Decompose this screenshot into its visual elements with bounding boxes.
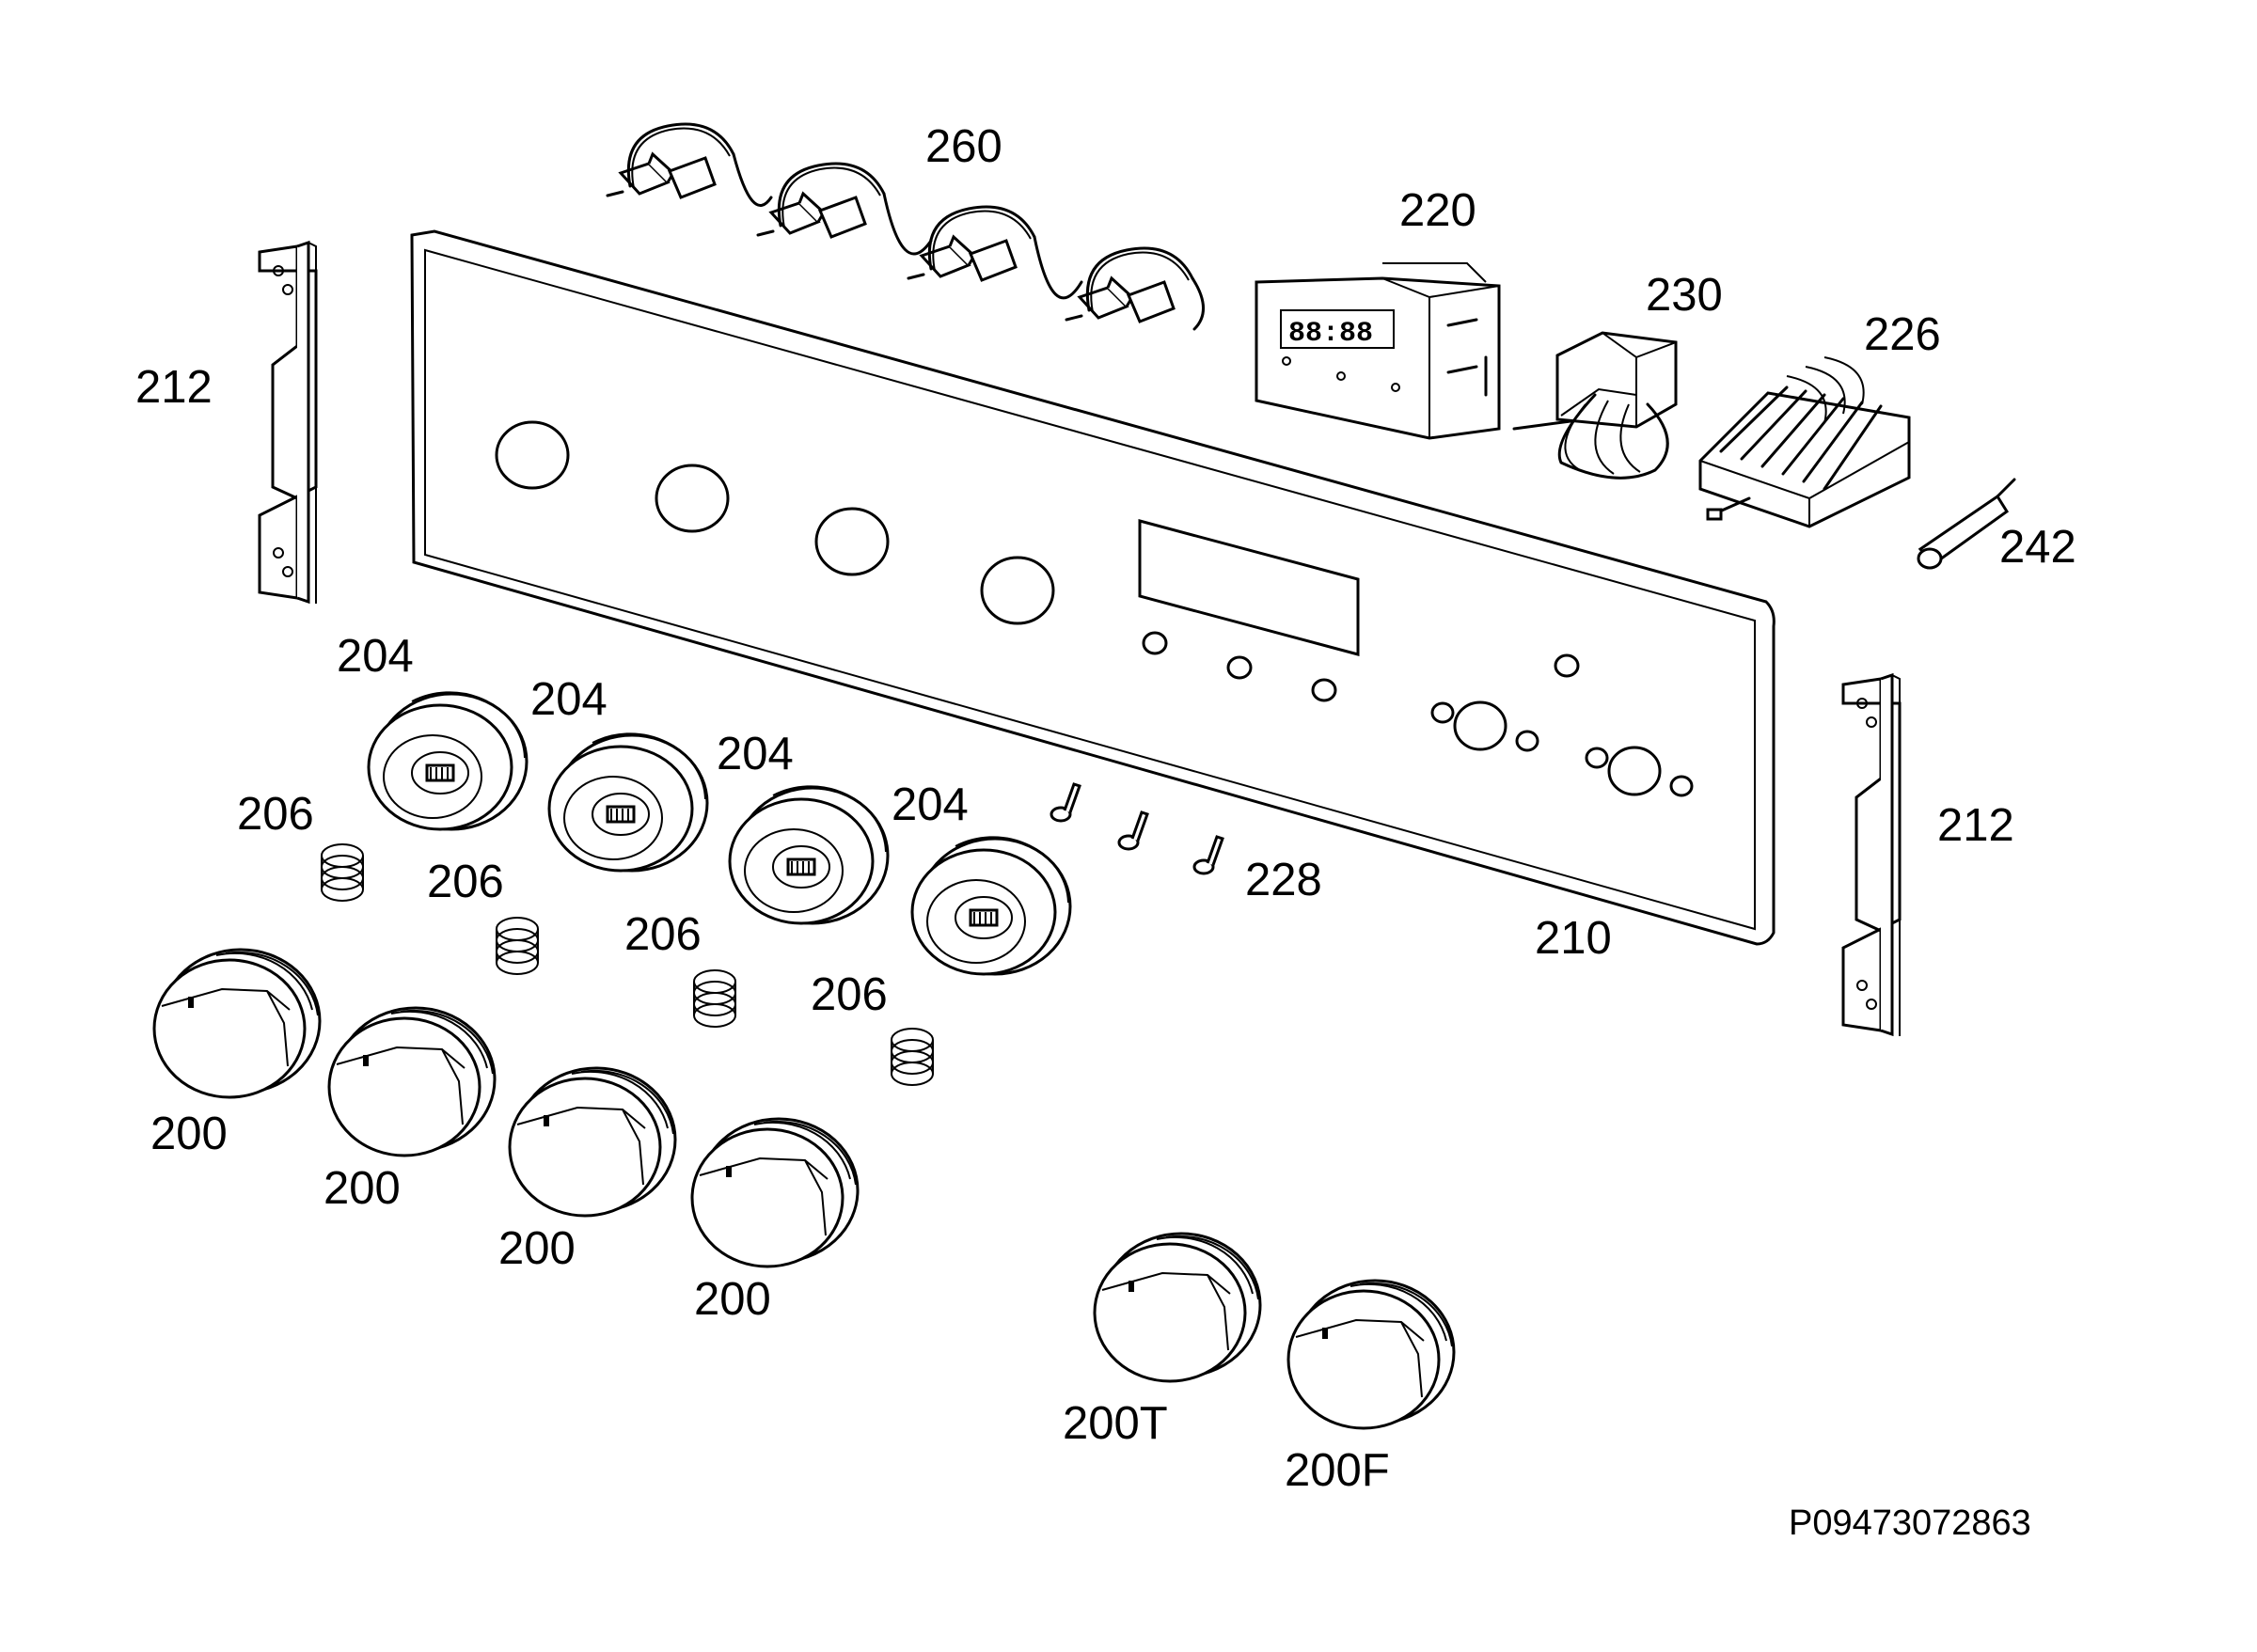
label-200-4: 200 — [694, 1274, 771, 1325]
label-200T: 200T — [1063, 1398, 1168, 1449]
fixing-screw-1 — [1050, 782, 1081, 823]
control-panel — [410, 229, 1776, 946]
drawing-code: P09473072863 — [1789, 1503, 2031, 1543]
timer-digits: 88:88 — [1288, 318, 1373, 350]
control-knob-thermostat — [1093, 1232, 1262, 1383]
spring-4 — [891, 1028, 934, 1086]
label-242: 242 — [1999, 522, 2076, 573]
side-bracket-right — [1841, 673, 1902, 1038]
spring-1 — [321, 843, 364, 902]
label-212-right: 212 — [1937, 800, 2014, 851]
thermostat — [1512, 331, 1678, 480]
label-204-4: 204 — [892, 779, 969, 830]
control-knob-4 — [690, 1117, 860, 1268]
label-204-2: 204 — [530, 674, 608, 725]
fixing-screw-3 — [1192, 835, 1224, 875]
control-knob-1 — [152, 948, 322, 1099]
spring-2 — [496, 917, 539, 975]
panel-hole-3 — [814, 507, 890, 576]
function-switch — [1698, 356, 1911, 528]
label-226: 226 — [1864, 309, 1941, 360]
label-200-2: 200 — [324, 1163, 401, 1214]
control-knob-function — [1286, 1279, 1456, 1430]
label-206-1: 206 — [237, 789, 314, 840]
display-window — [1138, 519, 1360, 656]
label-200F: 200F — [1285, 1445, 1390, 1496]
label-212-left: 212 — [135, 362, 213, 413]
label-204-1: 204 — [337, 631, 414, 682]
fixing-screw-2 — [1117, 810, 1149, 851]
shaft-adapter-1 — [367, 690, 529, 831]
label-206-3: 206 — [624, 909, 702, 960]
side-bracket-left — [258, 241, 318, 606]
label-204-3: 204 — [717, 729, 794, 779]
label-206-2: 206 — [427, 857, 504, 907]
label-210: 210 — [1535, 913, 1612, 964]
shaft-adapter-3 — [728, 784, 890, 925]
electronic-timer: 88:88 — [1255, 262, 1501, 440]
control-knob-2 — [327, 1006, 497, 1157]
panel-hole-4 — [980, 556, 1055, 625]
panel-hole-2 — [655, 464, 730, 533]
spring-3 — [693, 969, 736, 1028]
label-230: 230 — [1646, 270, 1723, 321]
label-228: 228 — [1245, 855, 1322, 905]
control-knob-3 — [508, 1066, 677, 1218]
ignition-switch-harness — [606, 122, 1205, 331]
label-220: 220 — [1399, 185, 1476, 236]
label-206-4: 206 — [811, 969, 888, 1020]
label-260: 260 — [925, 121, 1002, 172]
shaft-adapter-2 — [547, 732, 709, 873]
label-200-1: 200 — [150, 1109, 228, 1159]
shaft-adapter-4 — [910, 835, 1072, 976]
indicator-lamp — [1917, 478, 2016, 570]
panel-hole-1 — [495, 420, 570, 490]
label-200-3: 200 — [498, 1223, 576, 1274]
